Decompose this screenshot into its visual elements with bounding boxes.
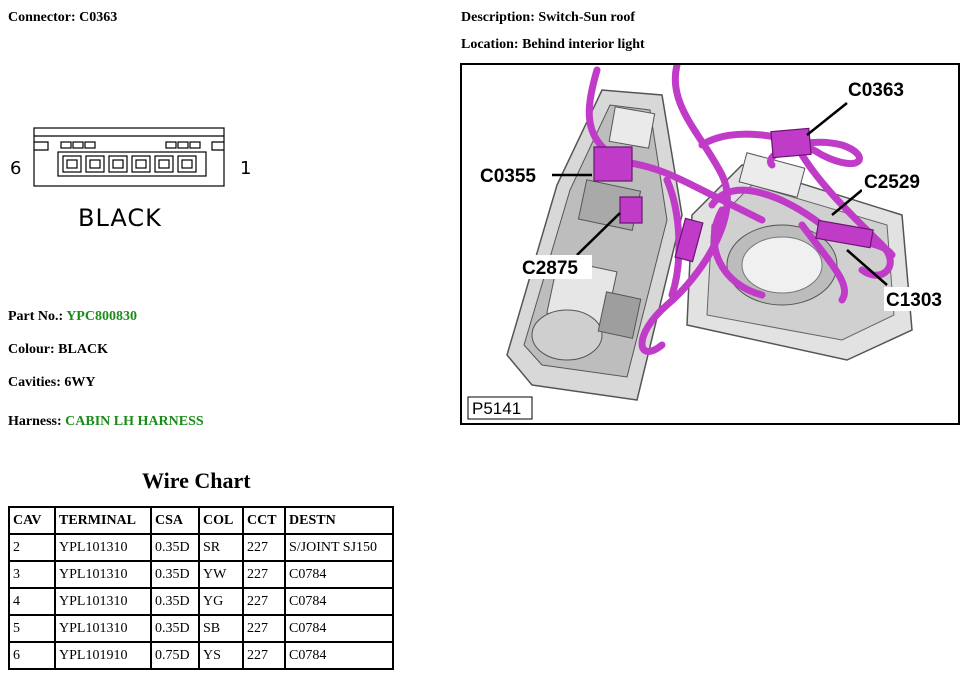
cavity-1-to-6	[62, 155, 197, 173]
header-csa: CSA	[150, 506, 200, 535]
cell-csa: 0.35D	[150, 560, 200, 589]
cell-col: YW	[198, 560, 244, 589]
callout-c0363: C0363	[848, 80, 904, 101]
cavities-field: Cavities: 6WY	[8, 375, 96, 391]
cell-terminal: YPL101310	[54, 587, 152, 616]
location-label: Location:	[461, 37, 519, 52]
cell-cav: 6	[8, 641, 56, 670]
header-col: COL	[198, 506, 244, 535]
table-header-row: CAV TERMINAL CSA COL CCT DESTN	[8, 506, 394, 535]
colour-value: BLACK	[58, 342, 108, 357]
connector-block-c0355	[593, 146, 633, 182]
cell-csa: 0.75D	[150, 641, 200, 670]
harness-link[interactable]: CABIN LH HARNESS	[65, 414, 204, 429]
cell-csa: 0.35D	[150, 614, 200, 643]
cell-col: YS	[198, 641, 244, 670]
table-row: 3 YPL101310 0.35D YW 227 C0784	[8, 560, 394, 589]
cell-terminal: YPL101310	[54, 560, 152, 589]
wire-chart-table: CAV TERMINAL CSA COL CCT DESTN 2 YPL1013…	[8, 506, 394, 670]
location-illustration: C0363 C0355 C2529 C2875 C1303 P5141	[460, 63, 960, 425]
connector-face-diagram: 6 1 BLACK	[10, 127, 251, 232]
table-row: 6 YPL101910 0.75D YS 227 C0784	[8, 641, 394, 670]
callout-c0355: C0355	[480, 166, 536, 187]
cell-csa: 0.35D	[150, 533, 200, 562]
wiring-harness	[585, 65, 896, 355]
callout-leaders	[552, 102, 888, 286]
interior-light-assembly-drawing: C0363 C0355 C2529 C2875 C1303 P5141	[467, 65, 956, 420]
colour-label: Colour:	[8, 342, 55, 357]
connector-block-c0363	[770, 127, 812, 159]
connector-label: Connector:	[8, 10, 76, 25]
connector-block-c2875	[619, 196, 643, 224]
harness-label: Harness:	[8, 414, 62, 429]
cell-cct: 227	[242, 614, 286, 643]
cavities-label: Cavities:	[8, 375, 61, 390]
description-field: Description: Switch-Sun roof	[461, 10, 635, 26]
callout-c2875: C2875	[522, 258, 578, 279]
table-row: 4 YPL101310 0.35D YG 227 C0784	[8, 587, 394, 616]
cell-destn: S/JOINT SJ150	[284, 533, 394, 562]
cell-col: SB	[198, 614, 244, 643]
description-label: Description:	[461, 10, 535, 25]
cell-terminal: YPL101910	[54, 641, 152, 670]
part-no-field: Part No.: YPC800830	[8, 309, 137, 325]
cell-cct: 227	[242, 587, 286, 616]
connector-color-text: BLACK	[78, 204, 162, 232]
cell-csa: 0.35D	[150, 587, 200, 616]
wire-chart-title: Wire Chart	[142, 468, 251, 493]
cell-destn: C0784	[284, 560, 394, 589]
interior-light-housing	[686, 152, 913, 361]
colour-field: Colour: BLACK	[8, 342, 108, 358]
harness-field: Harness: CABIN LH HARNESS	[8, 414, 204, 430]
table-row: 5 YPL101310 0.35D SB 227 C0784	[8, 614, 394, 643]
figure-id: P5141	[472, 399, 521, 418]
cell-cav: 5	[8, 614, 56, 643]
connector-blocks	[593, 127, 874, 263]
header-destn: DESTN	[284, 506, 394, 535]
cell-col: SR	[198, 533, 244, 562]
connector-field: Connector: C0363	[8, 10, 117, 26]
callout-c1303: C1303	[886, 290, 942, 311]
header-cav: CAV	[8, 506, 56, 535]
pin-left-number: 6	[10, 158, 21, 179]
callout-c2529: C2529	[864, 172, 920, 193]
cell-cav: 2	[8, 533, 56, 562]
cell-terminal: YPL101310	[54, 533, 152, 562]
cell-col: YG	[198, 587, 244, 616]
cavities-value: 6WY	[64, 375, 96, 390]
table-row: 2 YPL101310 0.35D SR 227 S/JOINT SJ150	[8, 533, 394, 562]
cell-cct: 227	[242, 641, 286, 670]
cell-cav: 4	[8, 587, 56, 616]
cell-destn: C0784	[284, 587, 394, 616]
cell-destn: C0784	[284, 614, 394, 643]
header-cct: CCT	[242, 506, 286, 535]
part-no-label: Part No.:	[8, 309, 64, 324]
connector-value: C0363	[79, 10, 118, 25]
cell-destn: C0784	[284, 641, 394, 670]
connector-housing	[33, 127, 225, 187]
cell-terminal: YPL101310	[54, 614, 152, 643]
part-no-link[interactable]: YPC800830	[66, 309, 137, 324]
cell-cct: 227	[242, 533, 286, 562]
cell-cct: 227	[242, 560, 286, 589]
connector-block-inline	[674, 217, 704, 263]
location-value: Behind interior light	[522, 37, 645, 52]
cavity-row	[57, 151, 207, 177]
connector-block-c1303	[815, 219, 874, 249]
pin-right-number: 1	[240, 158, 251, 179]
header-terminal: TERMINAL	[54, 506, 152, 535]
location-field: Location: Behind interior light	[461, 37, 645, 53]
description-value: Switch-Sun roof	[538, 10, 635, 25]
cell-cav: 3	[8, 560, 56, 589]
